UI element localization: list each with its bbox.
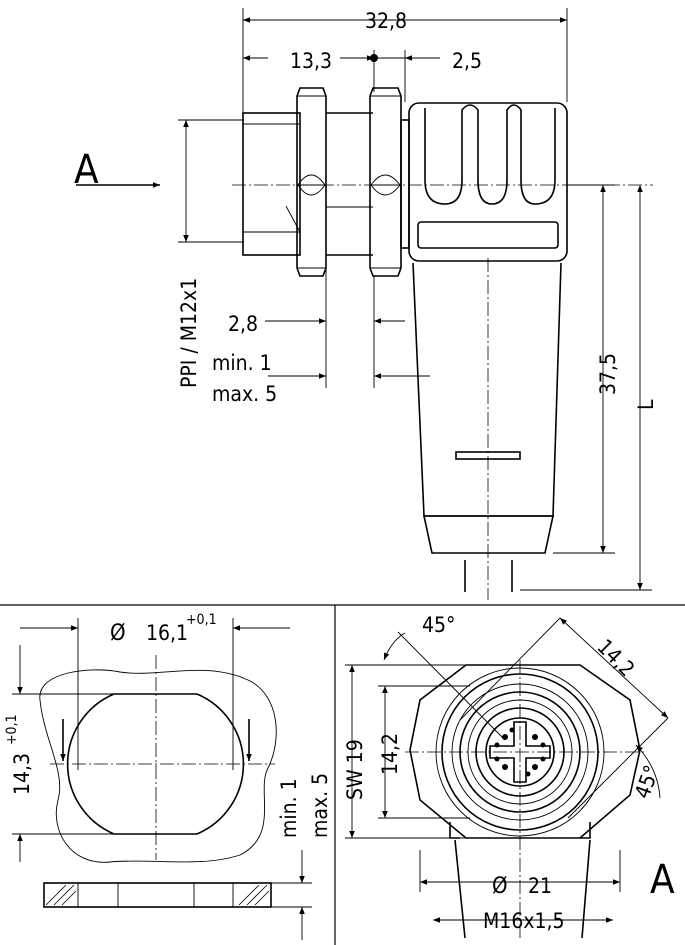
view-a-letter: A	[74, 147, 99, 193]
cutout-dia-value: 16,1	[146, 621, 188, 645]
angle-top-label: 45°	[422, 613, 455, 637]
front-dia-symbol: Ø	[492, 874, 508, 899]
side-view: 32,8 13,3 2,5 A PPI / M12x1	[74, 8, 658, 600]
front-view-letter: A	[650, 857, 675, 903]
panel-outline	[39, 669, 277, 863]
angled-housing	[408, 102, 568, 262]
rear-nut	[369, 87, 402, 277]
dim-height-label: 37,5	[596, 353, 620, 395]
panel-min-label: min. 1	[212, 351, 272, 375]
front-body	[242, 112, 301, 256]
across-corners-label: 14,2	[592, 635, 639, 682]
cutout-panel-min: min. 1	[277, 778, 301, 838]
panel-cutout	[66, 693, 245, 835]
dim-total-label: 32,8	[365, 9, 407, 33]
cable-end	[423, 515, 554, 554]
front-thread-label: M16x1,5	[483, 909, 565, 933]
cutout-flat-value: 14,3	[10, 753, 34, 795]
cable-sleeve	[412, 262, 562, 517]
cutout-flat-tol: +0,1	[4, 714, 20, 745]
cutout-view: Ø 16,1 +0,1 14,3 +0,1 min. 1 max. 5	[4, 612, 332, 940]
dim-junction-dot	[370, 54, 378, 62]
front-nut	[296, 87, 327, 277]
cutout-panel-max: max. 5	[308, 773, 332, 838]
panel-section	[43, 882, 272, 908]
dim-front-label: 13,3	[290, 49, 332, 73]
housing-grip-ribs	[424, 104, 556, 205]
dim-panel-label: 2,8	[228, 312, 258, 336]
housing-label-plate	[417, 221, 559, 249]
panel-max-label: max. 5	[212, 382, 277, 406]
front-view: 45° 14,2 45°	[343, 613, 675, 940]
flat-width-label: 14,2	[378, 733, 402, 775]
front-dia-value: 21	[528, 874, 552, 898]
wrench-label: SW 19	[343, 739, 367, 800]
thread-label: PPI / M12x1	[177, 278, 201, 388]
cutout-dia-symbol: Ø	[110, 621, 126, 646]
cutout-dia-tol: +0,1	[186, 612, 217, 628]
dim-gap-label: 2,5	[452, 49, 482, 73]
dim-length-label: L	[634, 399, 658, 410]
